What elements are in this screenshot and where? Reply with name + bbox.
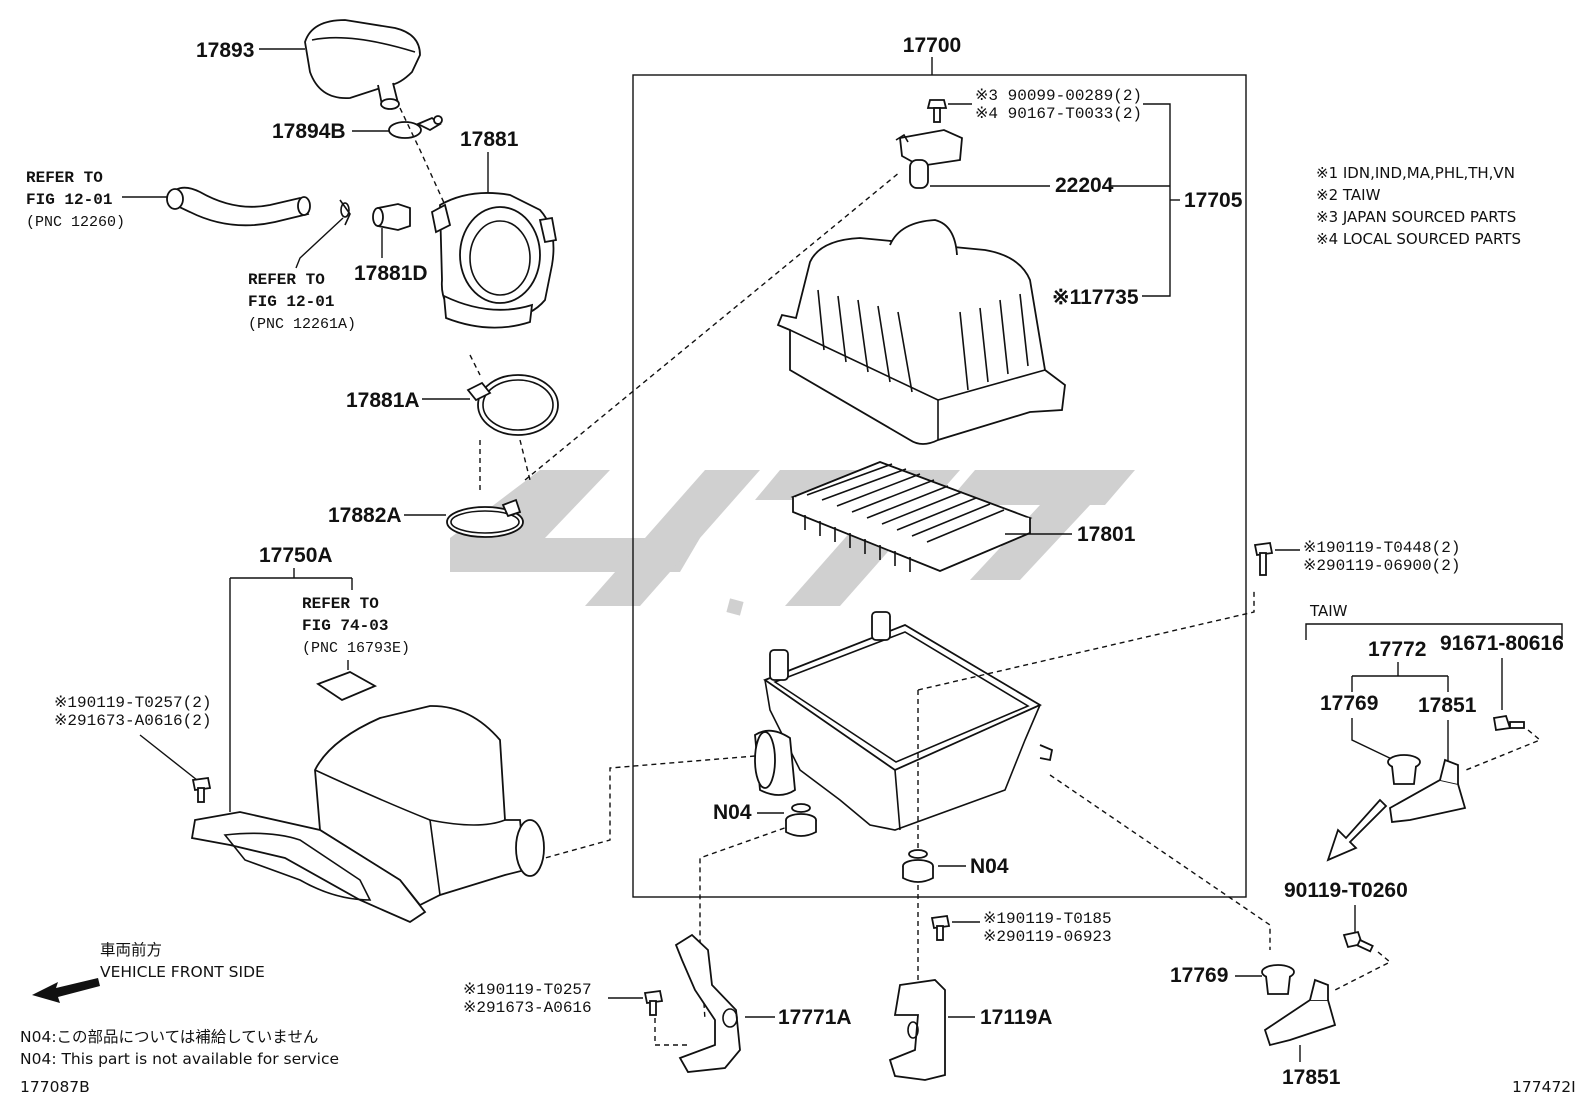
callout-bolt-center-2: ※290119-06923 — [983, 928, 1112, 946]
part-label-17881D: 17881D — [354, 262, 428, 285]
part-label-17882A: 17882A — [328, 504, 402, 527]
n04-note-jp: N04:この部品については補給していません — [20, 1028, 318, 1046]
air-flow-sensor-22204 — [895, 129, 963, 189]
svg-text:(PNC 12260): (PNC 12260) — [26, 214, 125, 231]
svg-text:REFER TO: REFER TO — [248, 271, 325, 289]
part-label-N04-center: N04 — [970, 855, 1009, 878]
part-label-17894B: 17894B — [272, 120, 346, 143]
arrow-down-icon — [1326, 798, 1388, 862]
refer-note-pnc-12261a: REFER TO FIG 12-01 (PNC 12261A) — [248, 271, 356, 333]
refer-note-pnc-12260: REFER TO FIG 12-01 (PNC 12260) — [26, 169, 125, 231]
hose-clamp-17881a — [466, 374, 559, 436]
part-label-17881: 17881 — [460, 128, 519, 151]
part-label-N04-left: N04 — [713, 801, 752, 824]
hose-clamp-17882a — [446, 498, 524, 538]
breather-hose — [166, 186, 311, 227]
callout-bolt-right-1: ※190119-T0448(2) — [1303, 539, 1460, 557]
label-sticker — [316, 671, 378, 702]
air-cleaner-case — [754, 611, 1054, 831]
bolt-top — [926, 99, 948, 123]
sensor-plug-17881d — [372, 203, 411, 231]
svg-text:REFER TO: REFER TO — [302, 595, 379, 613]
callout-bolt-right-2: ※290119-06900(2) — [1303, 557, 1460, 575]
part-label-17119A: 17119A — [980, 1006, 1052, 1029]
front-note-en: VEHICLE FRONT SIDE — [100, 963, 265, 981]
taiw-label: TAIW — [1309, 602, 1348, 620]
legend-item-4: ※4 LOCAL SOURCED PARTS — [1316, 230, 1521, 248]
air-filter-element-17801 — [790, 461, 1033, 572]
svg-text:FIG 12-01: FIG 12-01 — [26, 191, 112, 209]
n04-note-en: N04: This part is not available for serv… — [20, 1050, 339, 1068]
svg-text:FIG 74-03: FIG 74-03 — [302, 617, 388, 635]
legend-item-2: ※2 TAIW — [1316, 186, 1381, 204]
svg-text:REFER TO: REFER TO — [26, 169, 103, 187]
part-label-17801: 17801 — [1077, 523, 1136, 546]
callout-bolt-bottom-2: ※291673-A0616 — [463, 999, 592, 1017]
callout-bolt-top-1: ※3 90099-00289(2) — [975, 87, 1142, 105]
svg-text:(PNC 16793E): (PNC 16793E) — [302, 640, 410, 657]
resonator-17893 — [304, 19, 421, 110]
part-label-17851: 17851 — [1282, 1066, 1341, 1089]
bolt-right — [1253, 541, 1274, 576]
grommet-n04-center — [902, 849, 934, 883]
bracket-17119a — [888, 979, 946, 1081]
bolt-91671-80616 — [1492, 714, 1525, 732]
grommet-17769-taiw — [1387, 754, 1421, 785]
grommet-n04-left — [785, 803, 817, 837]
part-label-17769: 17769 — [1170, 964, 1228, 987]
part-label-17771A: 17771A — [778, 1006, 852, 1029]
svg-text:FIG 12-01: FIG 12-01 — [248, 293, 334, 311]
refer-note-pnc-16793e: REFER TO FIG 74-03 (PNC 16793E) — [302, 595, 410, 657]
air-inlet-duct-17750a — [190, 705, 545, 924]
part-label-17851-taiw: 17851 — [1418, 694, 1477, 717]
part-label-17881A: 17881A — [346, 389, 420, 412]
part-label-17750A: 17750A — [259, 544, 333, 567]
hose-clip — [339, 199, 351, 226]
part-label-91671-80616: 91671-80616 — [1440, 632, 1564, 655]
part-label-90119-T0260: 90119-T0260 — [1284, 879, 1408, 902]
svg-text:(PNC 12261A): (PNC 12261A) — [248, 316, 356, 333]
bolt-center — [930, 914, 951, 941]
legend-item-1: ※1 IDN,IND,MA,PHL,TH,VN — [1316, 164, 1515, 182]
bracket-17851 — [1263, 978, 1337, 1047]
air-cleaner-assembly-frame — [632, 57, 1247, 898]
bolt-left — [191, 776, 212, 803]
legend-item-3: ※3 JAPAN SOURCED PARTS — [1316, 208, 1516, 226]
callout-bolt-bottom-1: ※190119-T0257 — [463, 981, 592, 999]
part-label-17735: ※117735 — [1052, 286, 1139, 309]
diagram-code-left: 177087B — [20, 1078, 90, 1096]
bracket-17851-taiw — [1389, 758, 1467, 823]
part-label-17772: 17772 — [1368, 638, 1426, 661]
intake-pipe-17881 — [430, 192, 558, 329]
clamp-17894b — [388, 115, 443, 139]
callout-bolt-center-1: ※190119-T0185 — [983, 910, 1112, 928]
arrow-left-icon — [32, 978, 100, 1003]
bolt-90119-t0260 — [1342, 930, 1374, 953]
part-label-17769-taiw: 17769 — [1320, 692, 1378, 715]
watermark-logo — [450, 470, 1135, 616]
part-label-17700: 17700 — [903, 34, 961, 57]
callout-bolt-left-2: ※291673-A0616(2) — [54, 712, 211, 730]
legend: ※1 IDN,IND,MA,PHL,TH,VN ※2 TAIW ※3 JAPAN… — [1316, 164, 1521, 248]
callout-bolt-left-1: ※190119-T0257(2) — [54, 694, 211, 712]
part-label-17893: 17893 — [196, 39, 254, 62]
part-label-17705: 17705 — [1184, 189, 1243, 212]
grommet-17769 — [1261, 964, 1295, 995]
part-label-22204: 22204 — [1055, 174, 1114, 197]
front-note-jp: 車両前方 — [100, 941, 162, 959]
diagram-code-right: 177472I — [1512, 1078, 1576, 1096]
bolt-bottom-left — [643, 989, 664, 1016]
air-cleaner-cap-17735 — [776, 219, 1066, 445]
bracket-17771a — [674, 933, 741, 1073]
callout-bolt-top-2: ※4 90167-T0033(2) — [975, 105, 1142, 123]
